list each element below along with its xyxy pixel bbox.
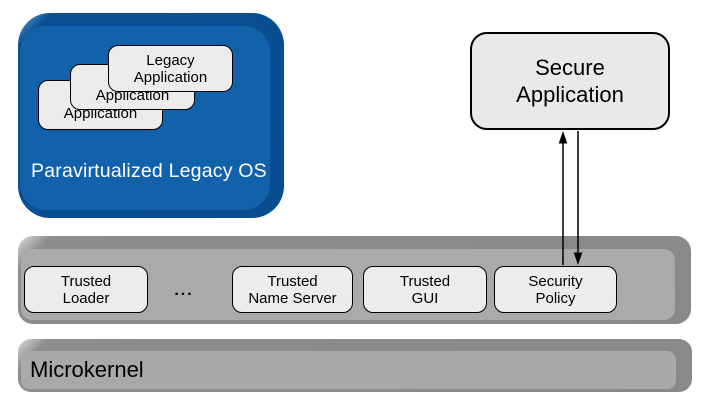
service-box-trusted-name-server: Trusted Name Server — [232, 266, 353, 313]
microkernel-bar: Microkernel — [18, 339, 692, 392]
legacy-os-label: Paravirtualized Legacy OS — [31, 160, 267, 182]
legacy-app-box: Legacy Application — [108, 45, 233, 92]
more-services-ellipsis: ... — [174, 282, 194, 299]
service-box-trusted-gui: Trusted GUI — [363, 266, 487, 313]
secure-application-box: Secure Application — [470, 32, 670, 130]
microkernel-face: Microkernel — [21, 351, 676, 389]
microkernel-label: Microkernel — [30, 357, 144, 382]
service-box-security-policy: Security Policy — [494, 266, 617, 313]
service-box-trusted-loader: Trusted Loader — [24, 266, 148, 313]
